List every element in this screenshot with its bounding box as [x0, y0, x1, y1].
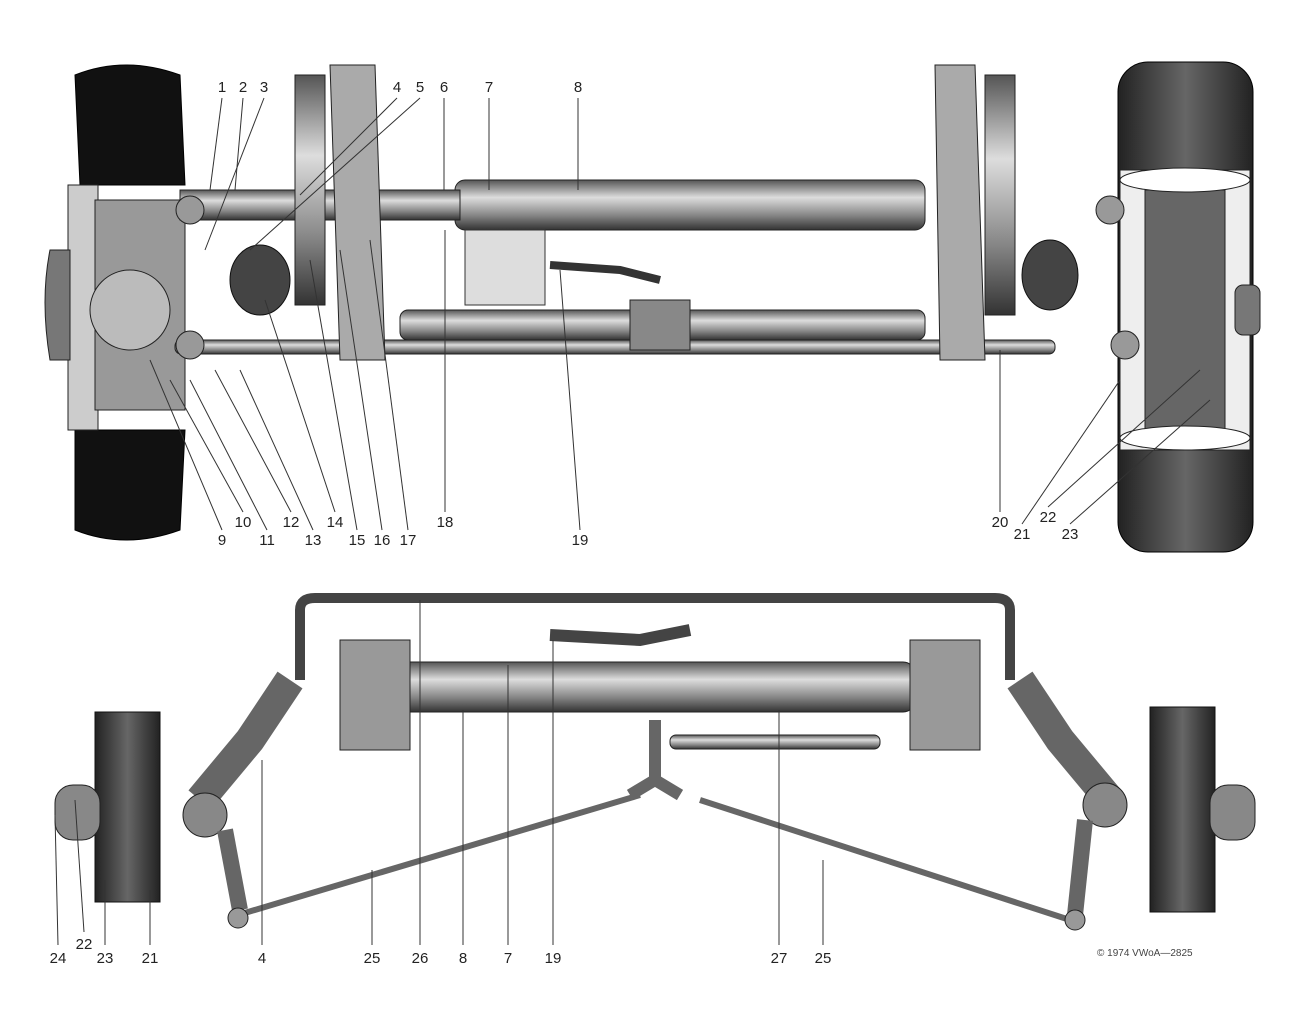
callout-24: 24 — [49, 950, 67, 967]
left-tire-section — [44, 64, 186, 541]
callout-25: 25 — [814, 950, 832, 967]
callout-12: 12 — [282, 514, 300, 531]
leader-lines-bottom — [54, 600, 824, 946]
callout-7: 7 — [503, 950, 513, 967]
callout-19: 19 — [571, 532, 589, 549]
right-tire — [1117, 61, 1261, 553]
callout-10: 10 — [234, 514, 252, 531]
rear-view-drawing — [54, 593, 1256, 946]
callout-19: 19 — [544, 950, 562, 967]
copyright-notice: © 1974 VWoA—2825 — [1097, 948, 1193, 959]
callout-22: 22 — [1039, 509, 1057, 526]
top-view-drawing — [44, 61, 1261, 553]
callout-4: 4 — [257, 950, 267, 967]
callout-1: 1 — [217, 79, 227, 96]
callout-20: 20 — [991, 514, 1009, 531]
callout-22: 22 — [75, 936, 93, 953]
callout-4: 4 — [392, 79, 402, 96]
leader-lines-top — [149, 97, 1211, 531]
callout-18: 18 — [436, 514, 454, 531]
callout-3: 3 — [259, 79, 269, 96]
callout-11: 11 — [259, 532, 275, 549]
callout-15: 15 — [348, 532, 366, 549]
callout-8: 8 — [573, 79, 583, 96]
callout-5: 5 — [415, 79, 425, 96]
callout-6: 6 — [439, 79, 449, 96]
callout-26: 26 — [411, 950, 429, 967]
callout-23: 23 — [96, 950, 114, 967]
callout-2: 2 — [238, 79, 248, 96]
callout-17: 17 — [399, 532, 417, 549]
callout-23: 23 — [1061, 526, 1079, 543]
callout-21: 21 — [1013, 526, 1031, 543]
callout-13: 13 — [304, 532, 322, 549]
callout-16: 16 — [373, 532, 391, 549]
callout-25: 25 — [363, 950, 381, 967]
callout-21: 21 — [141, 950, 159, 967]
callout-9: 9 — [217, 532, 227, 549]
callout-8: 8 — [458, 950, 468, 967]
callout-27: 27 — [770, 950, 788, 967]
callout-14: 14 — [326, 514, 344, 531]
callout-7: 7 — [484, 79, 494, 96]
